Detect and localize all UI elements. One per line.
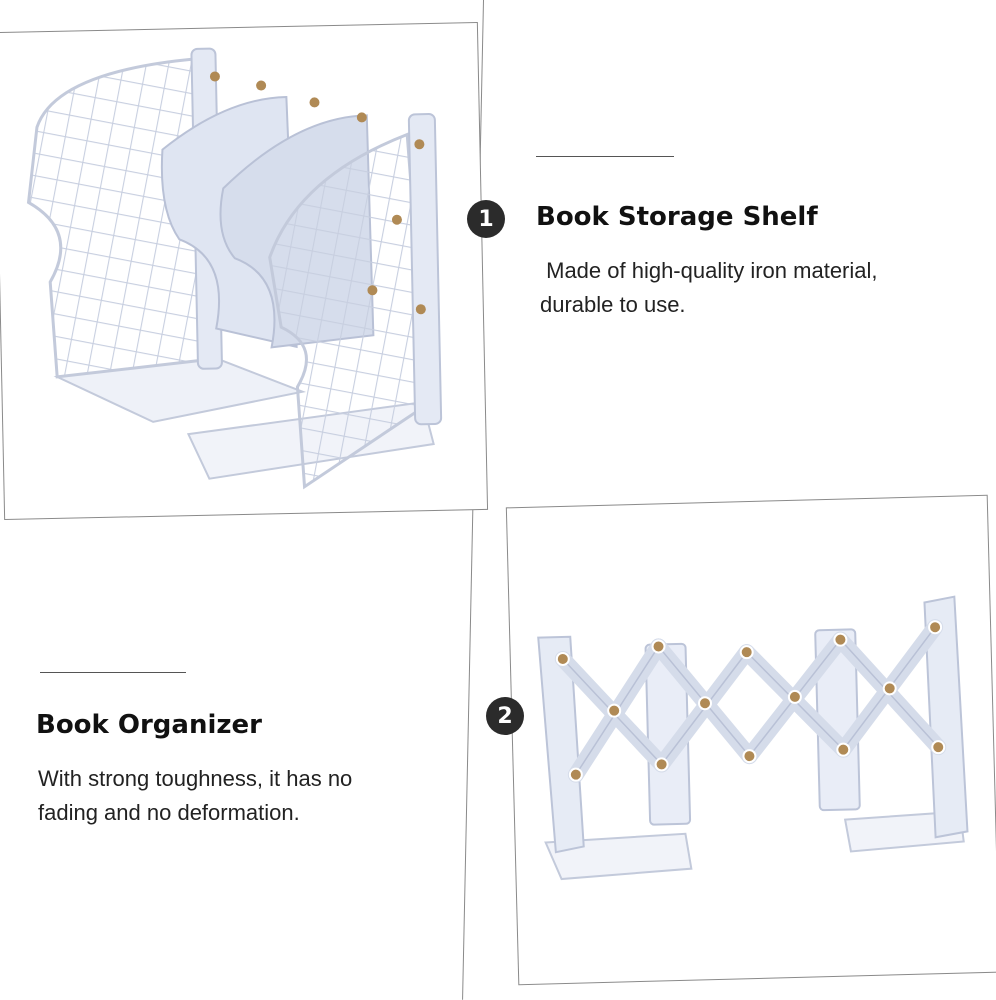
description-line: fading and no deformation. [38, 800, 300, 825]
feature-number-badge: 1 [467, 200, 505, 238]
product-image-book-storage-shelf [0, 23, 488, 519]
product-image-book-organizer [506, 495, 996, 985]
description-line: With strong toughness, it has no [38, 766, 353, 791]
feature-description-book-organizer: With strong toughness, it has no fading … [38, 762, 418, 830]
feature-title-book-organizer: Book Organizer [36, 710, 262, 740]
description-line: Made of high-quality iron material, [540, 258, 878, 283]
feature-2-rule [40, 672, 186, 673]
feature-description-book-storage-shelf: Made of high-quality iron material, dura… [540, 254, 920, 322]
expandable-organizer-illustration [537, 595, 969, 881]
feature-number-badge: 2 [486, 697, 524, 735]
feature-title-book-storage-shelf: Book Storage Shelf [536, 202, 818, 232]
feature-1-rule [536, 156, 674, 157]
wire-bookend-illustration [26, 47, 443, 490]
description-line: durable to use. [540, 292, 686, 317]
